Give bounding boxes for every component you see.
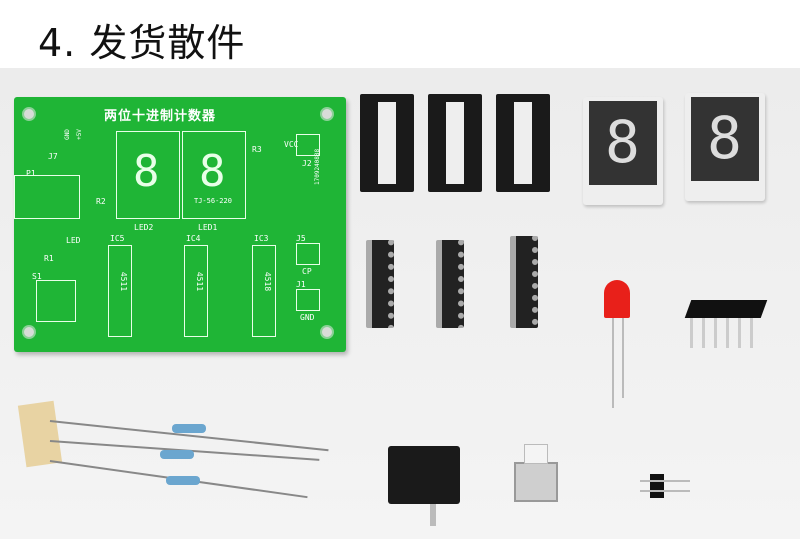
label-serial: 1709240888 (314, 148, 321, 185)
ic4-outline (184, 245, 208, 337)
ic-chip (366, 240, 394, 328)
seven-segment-display: 8 (583, 97, 663, 205)
j5-header-outline (296, 243, 320, 265)
page-title: 4. 发货散件 (38, 21, 246, 65)
push-switch (514, 462, 558, 502)
j1-header-outline (296, 289, 320, 311)
mount-hole (22, 107, 36, 121)
label-p1: P1 (26, 169, 36, 178)
ic-socket (360, 94, 414, 192)
label-4511-b: 4511 (195, 271, 205, 292)
label-ic4: IC4 (186, 234, 201, 243)
ic-chip (436, 240, 464, 328)
power-jack-outline (14, 175, 80, 219)
ic5-outline (108, 245, 132, 337)
dc-power-jack (388, 446, 460, 504)
pcb-title: 两位十进制计数器 (104, 109, 217, 124)
resistor (160, 450, 194, 459)
label-model: TJ-56-220 (194, 197, 232, 205)
red-led (604, 280, 630, 318)
label-4518: 4518 (263, 271, 273, 292)
ic-chip (510, 236, 538, 328)
label-gnd: GND (63, 129, 71, 140)
label-r1: R1 (44, 254, 54, 263)
led-lead (612, 318, 614, 408)
led-lead (622, 318, 624, 398)
label-cp: CP (302, 267, 312, 276)
mount-hole (22, 325, 36, 339)
seven-segment-display: 8 (685, 93, 765, 201)
label-led1: LED1 (198, 223, 218, 232)
label-j2: J2 (302, 159, 312, 168)
pin-header (684, 300, 768, 318)
label-led: LED (66, 236, 81, 245)
resistor (166, 476, 200, 485)
led2-outline: 8 (116, 131, 180, 219)
header-pin (640, 490, 690, 492)
2-pin-header (650, 474, 664, 498)
label-r2: R2 (96, 197, 106, 206)
pcb-board: 两位十进制计数器 J7 GND +5V P1 R2 R3 LED R1 S1 8… (14, 97, 346, 352)
header-pin (640, 480, 690, 482)
jack-pin (430, 504, 436, 526)
label-r3: R3 (252, 145, 262, 154)
j2-header-outline (296, 134, 320, 156)
label-vcc: VCC (284, 140, 299, 149)
resistor (172, 424, 206, 433)
label-j7: J7 (48, 152, 58, 161)
label-gnd-j1: GND (300, 313, 315, 322)
label-4511-a: 4511 (119, 271, 129, 292)
ic-socket (496, 94, 550, 192)
label-s1: S1 (32, 272, 42, 281)
label-j1: J1 (296, 280, 306, 289)
ic-socket (428, 94, 482, 192)
label-led2: LED2 (134, 223, 154, 232)
label-ic5: IC5 (110, 234, 125, 243)
switch-outline (36, 280, 76, 322)
mount-hole (320, 107, 334, 121)
pin-header-pins (690, 318, 758, 348)
label-5v: +5V (75, 129, 83, 140)
label-j5: J5 (296, 234, 306, 243)
switch-button (524, 444, 548, 464)
ic3-outline (252, 245, 276, 337)
led1-outline: 8 (182, 131, 246, 219)
mount-hole (320, 325, 334, 339)
label-ic3: IC3 (254, 234, 269, 243)
